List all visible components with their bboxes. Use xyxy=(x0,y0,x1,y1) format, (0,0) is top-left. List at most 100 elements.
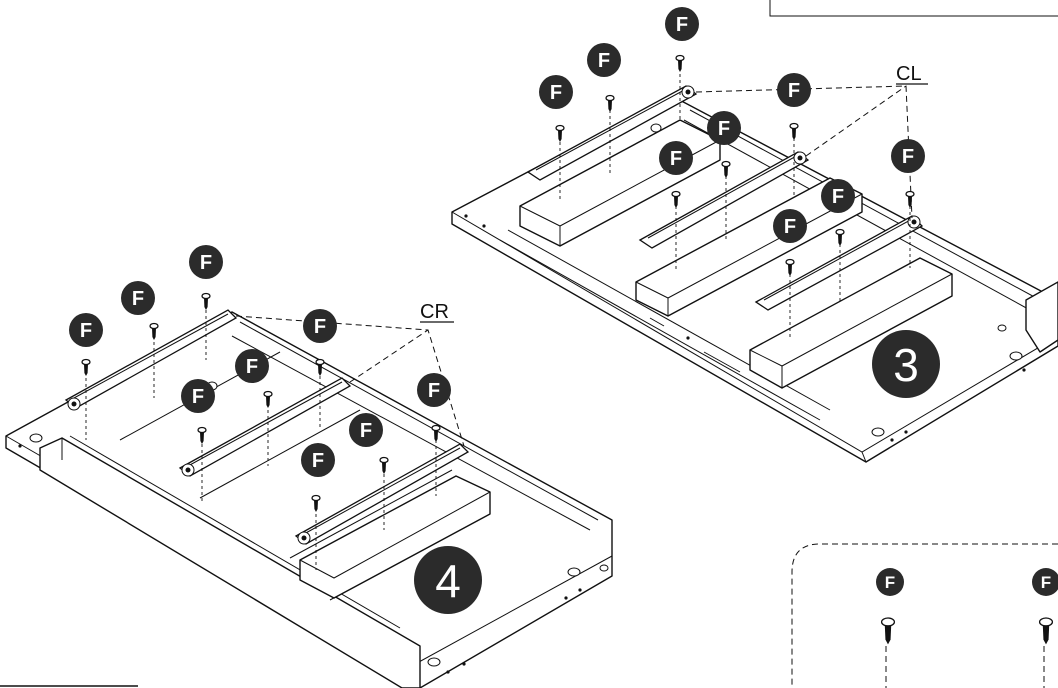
step-4-circle xyxy=(414,546,482,614)
part-f-letter: F xyxy=(312,450,324,472)
label-cl: CL xyxy=(896,63,922,85)
part-f-badge: F xyxy=(121,281,155,315)
screw-icon xyxy=(311,494,321,512)
screw-icon xyxy=(263,390,273,408)
part-f-letter: F xyxy=(246,356,258,378)
step-badge-3: 3 xyxy=(872,330,940,398)
part-f-badges: F F F F F F F F F F F F F F F F F F F F xyxy=(69,7,1058,596)
part-f-badge: F xyxy=(349,413,383,447)
step-number-3: 3 xyxy=(893,339,919,391)
screw-shank xyxy=(674,196,678,208)
screw-shank xyxy=(724,166,728,178)
screw-shank xyxy=(788,264,792,276)
screw-icon xyxy=(905,190,915,208)
part-f-badge: F xyxy=(891,139,925,173)
part-f-badge: F xyxy=(235,349,269,383)
screw-icon xyxy=(1038,617,1054,645)
screw-head xyxy=(149,322,159,330)
screw-detail-inset xyxy=(791,543,1058,688)
screw-shank xyxy=(266,396,270,408)
part-f-badge-circle xyxy=(539,75,573,109)
screw-head xyxy=(789,122,799,130)
screw-icon xyxy=(379,456,389,474)
screw-shank xyxy=(608,100,612,112)
step-3-slide-2 xyxy=(638,151,810,249)
part-f-badge: F xyxy=(69,313,103,347)
screw-icon xyxy=(197,426,207,444)
screw-shank xyxy=(84,364,88,376)
part-f-badge: F xyxy=(1032,568,1058,596)
part-f-letter: F xyxy=(80,320,92,342)
screw-head xyxy=(905,190,915,198)
screw-shank xyxy=(434,430,438,442)
part-f-letter: F xyxy=(788,80,800,102)
screw-shank xyxy=(908,196,912,208)
screw-icon xyxy=(835,228,845,246)
screw-head xyxy=(880,617,896,627)
screw-icon xyxy=(605,94,615,112)
part-f-badge-circle xyxy=(891,139,925,173)
part-f-letter: F xyxy=(132,288,144,310)
screw-shank xyxy=(838,234,842,246)
part-f-badge-circle xyxy=(189,245,223,279)
screw-head xyxy=(605,94,615,102)
screw-head xyxy=(555,124,565,132)
part-f-letter: F xyxy=(784,216,796,238)
screw-head xyxy=(675,54,685,62)
part-f-letter: F xyxy=(598,50,610,72)
part-f-letter: F xyxy=(314,316,326,338)
screw-shank xyxy=(1042,625,1050,645)
part-f-letter: F xyxy=(550,82,562,104)
part-f-letter: F xyxy=(676,14,688,36)
part-f-badge: F xyxy=(303,309,337,343)
screw-icon xyxy=(555,124,565,142)
screw-icon xyxy=(201,292,211,310)
screw-shank xyxy=(204,298,208,310)
part-f-letter: F xyxy=(200,252,212,274)
part-f-badge: F xyxy=(876,568,904,596)
part-f-badge: F xyxy=(417,373,451,407)
part-f-letter: F xyxy=(670,148,682,170)
part-f-badge: F xyxy=(773,209,807,243)
part-f-letter: F xyxy=(832,186,844,208)
part-f-badge: F xyxy=(587,43,621,77)
screw-icon xyxy=(721,160,731,178)
step-4-slide-2 xyxy=(178,377,352,477)
screw-shank xyxy=(678,60,682,72)
part-f-badge-circle xyxy=(821,179,855,213)
screw-head xyxy=(81,358,91,366)
part-f-letter: F xyxy=(902,146,914,168)
step-3-block-b xyxy=(635,177,863,317)
step-badge-4: 4 xyxy=(414,546,482,614)
screw-shank xyxy=(200,432,204,444)
part-f-badge-circle xyxy=(349,413,383,447)
part-f-badge-circle xyxy=(235,349,269,383)
screw-head xyxy=(201,292,211,300)
part-f-badge-circle xyxy=(659,141,693,175)
part-f-badge-circle xyxy=(303,309,337,343)
screw-icon xyxy=(149,322,159,340)
step-3-assembly xyxy=(451,62,1058,463)
screw-head xyxy=(431,424,441,432)
note-box-corner xyxy=(769,0,1058,17)
part-f-badge-circle xyxy=(777,73,811,107)
part-f-letter: F xyxy=(718,118,730,140)
screw-shank xyxy=(152,328,156,340)
screw-icon xyxy=(880,617,896,645)
screw-head xyxy=(379,456,389,464)
screw-icon xyxy=(785,258,795,276)
part-f-badge-circle xyxy=(587,43,621,77)
part-f-badge: F xyxy=(181,379,215,413)
part-f-badge-circle xyxy=(773,209,807,243)
part-f-badge: F xyxy=(189,245,223,279)
part-f-letter: F xyxy=(885,573,895,592)
screw-icon xyxy=(675,54,685,72)
label-cr: CR xyxy=(420,301,449,323)
part-f-letter: F xyxy=(360,420,372,442)
step-3-slide-3 xyxy=(754,215,924,311)
screw-icon xyxy=(671,190,681,208)
part-f-badge-circle xyxy=(301,443,335,477)
screws xyxy=(81,54,1054,645)
part-f-badge-circle xyxy=(69,313,103,347)
